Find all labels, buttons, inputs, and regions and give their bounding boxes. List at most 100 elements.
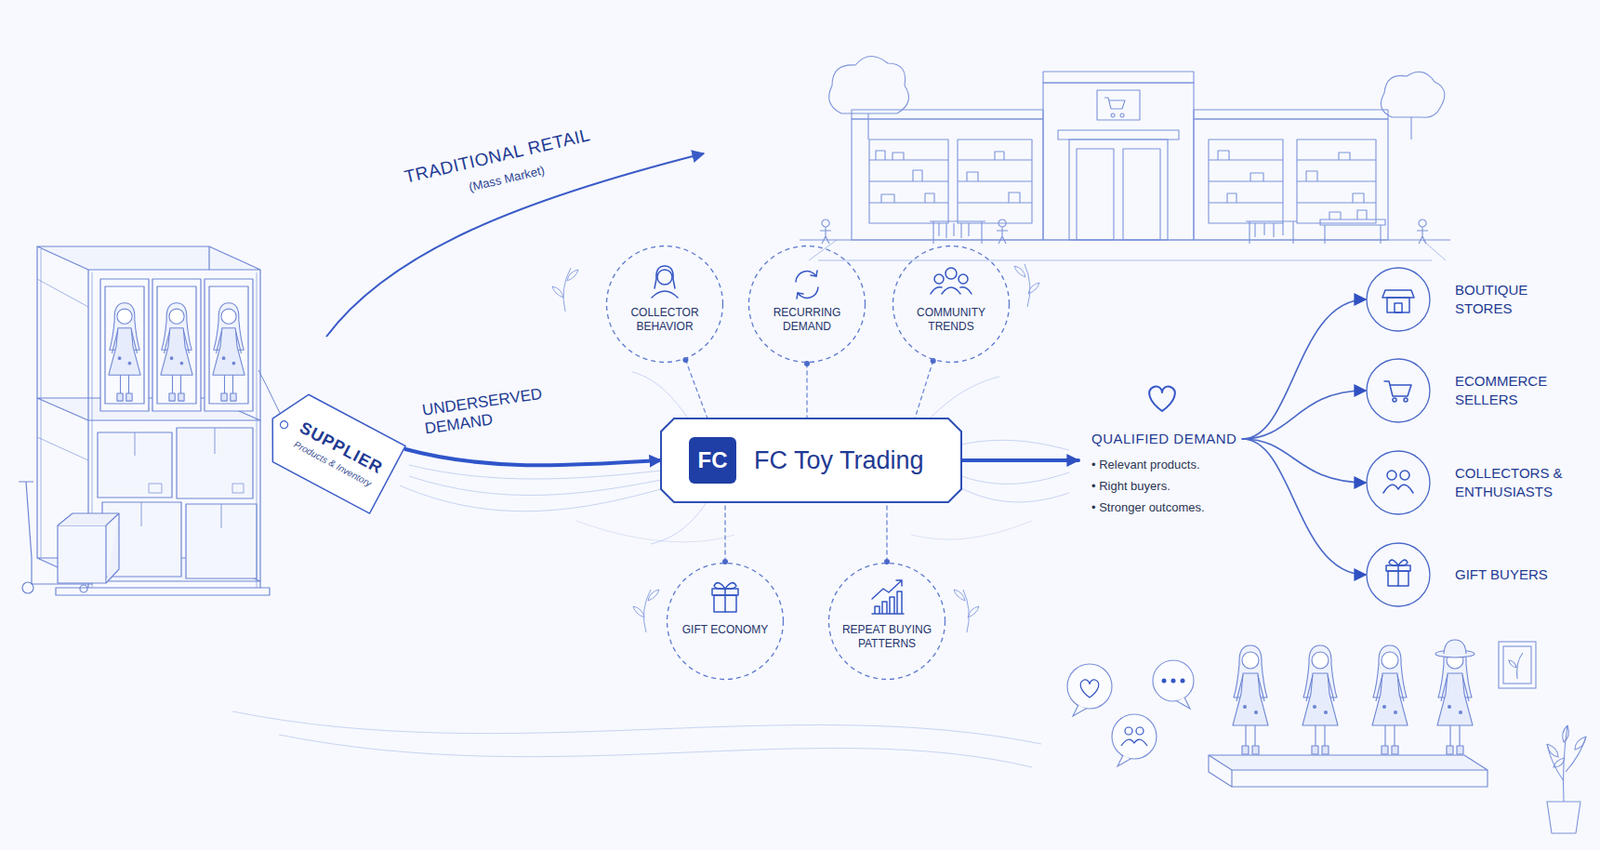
circle-outline [747,244,867,364]
circle-outline [891,244,1011,364]
wall-frame [1498,641,1536,688]
connector [1242,438,1366,575]
circle-outline [605,244,725,364]
supplier-shelf [18,246,288,596]
store-illustration [1123,148,1161,240]
store-illustration [875,150,935,203]
wall-frame [1503,646,1532,684]
store-illustration [867,113,869,140]
supplier-shelf [134,427,222,529]
supplier-shelf [57,513,120,583]
channel-node: COLLECTORS & ENTHUSIASTS [1365,449,1572,516]
supplier-shelf [212,303,245,401]
channel-circle [1366,542,1430,607]
doll-display [1208,754,1488,770]
speech-bubbles [1180,678,1186,684]
channel-circle [1365,357,1431,424]
hub-strands [650,502,707,544]
leaf-sprig [633,589,660,618]
circle-outline [749,246,866,363]
insight-icons [796,270,818,299]
doll-display [1302,645,1338,754]
speech-bubbles [1176,697,1191,709]
insight-icons [654,265,675,289]
channel-icons [1387,297,1410,313]
channel-icons [1403,397,1408,402]
leaf-sprig [953,589,979,618]
connector [885,502,887,562]
connector [1242,299,1366,439]
supplier-shelf [37,246,261,588]
channel-icons [1383,484,1414,493]
leaf-sprig [1024,264,1031,307]
store-illustration [996,219,1008,244]
store-illustration [808,239,1446,261]
supplier-shelf [37,246,261,270]
leaf-sprig [1014,265,1040,294]
tag-hole [278,419,290,430]
channel-icons [1400,470,1410,480]
channel-circle [1366,267,1430,331]
logo-badge-text: FC [698,447,728,474]
circle-outline [667,563,784,680]
store-illustration [966,151,1020,203]
doll-display [1437,645,1473,754]
insight-circle-text: COLLECTOR BEHAVIOR [616,305,714,334]
store-illustration [1217,150,1264,203]
insight-circle-text: COMMUNITY TRENDS [902,305,1000,334]
hub-box-text: FC Toy Trading [753,446,925,476]
potted-plant [1547,725,1587,802]
insight-circle: GIFT ECONOMY [665,561,785,681]
circle-outline [893,246,1010,363]
store-illustration [819,219,832,244]
insight-circle: COMMUNITY TRENDS [891,244,1011,364]
channel-icons [1392,397,1397,402]
insight-circle: RECURRING DEMAND [747,244,867,364]
flow-strands [576,520,735,543]
doll-display [1443,639,1467,654]
connector [405,449,662,465]
store-illustration [1320,210,1386,244]
insight-circle-text: GIFT ECONOMY [676,622,774,637]
connector [961,458,1079,463]
channel-node-text: COLLECTORS & ENTHUSIASTS [1454,463,1572,502]
potted-plant [1547,801,1581,834]
insight-icons [930,287,972,294]
supplier-shelf [57,525,106,583]
leaf-sprig [552,264,1040,633]
channel-circle [1366,450,1430,515]
channel-icons [1387,470,1397,480]
store-illustration [1043,82,1194,240]
supplier-shelf [105,286,145,404]
supplier-shelf [209,286,249,404]
store-illustration [1043,71,1194,83]
outcome-block-detail: • Right buyers. [1091,475,1237,497]
store-illustration [1410,117,1412,140]
circle-outline [827,561,947,681]
store-illustration [851,109,1044,120]
channel-circle [1365,266,1431,332]
supplier-shelf [204,278,253,411]
doll-display [1208,639,1488,787]
supplier-shelf [152,278,201,411]
hub-box: FC Toy Trading FC [661,418,962,503]
connector [806,363,807,419]
insight-icons [945,267,957,279]
wall-frame [1508,652,1523,679]
logo-badge: FC [688,436,737,484]
leaf-sprig [963,589,969,633]
insight-icons [651,290,678,298]
supplier-shelf [148,483,244,493]
store-illustration [929,221,986,244]
supplier-tag: SUPPLIERProducts & Inventory [254,384,406,514]
flow-strands [961,488,1070,503]
channel-node: BOUTIQUE STORES [1365,266,1572,332]
store-illustration [1104,97,1125,118]
potted-plant [1547,725,1587,834]
channel-icons [1382,290,1415,298]
flow-strands [232,711,1042,744]
channel-icons [1388,559,1408,586]
insight-circle-text: RECURRING DEMAND [758,305,856,334]
store-illustration [1097,90,1140,120]
